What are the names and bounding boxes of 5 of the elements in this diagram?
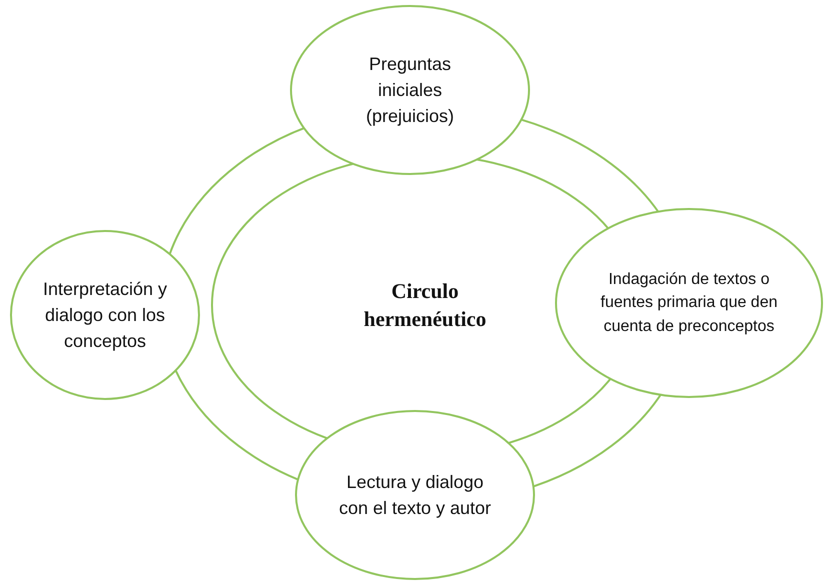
node-text: Indagación de textos o fuentes primaria que den cuenta de preconceptos: [600, 270, 778, 337]
node-text: Interpretación y dialogo con los conceptos: [42, 278, 168, 354]
node-text: Preguntas iniciales (prejuicios): [364, 52, 456, 128]
node-text: Lectura y dialogo con el texto y autor: [338, 470, 492, 520]
center-title: Circulo hermenéutico: [362, 278, 488, 333]
